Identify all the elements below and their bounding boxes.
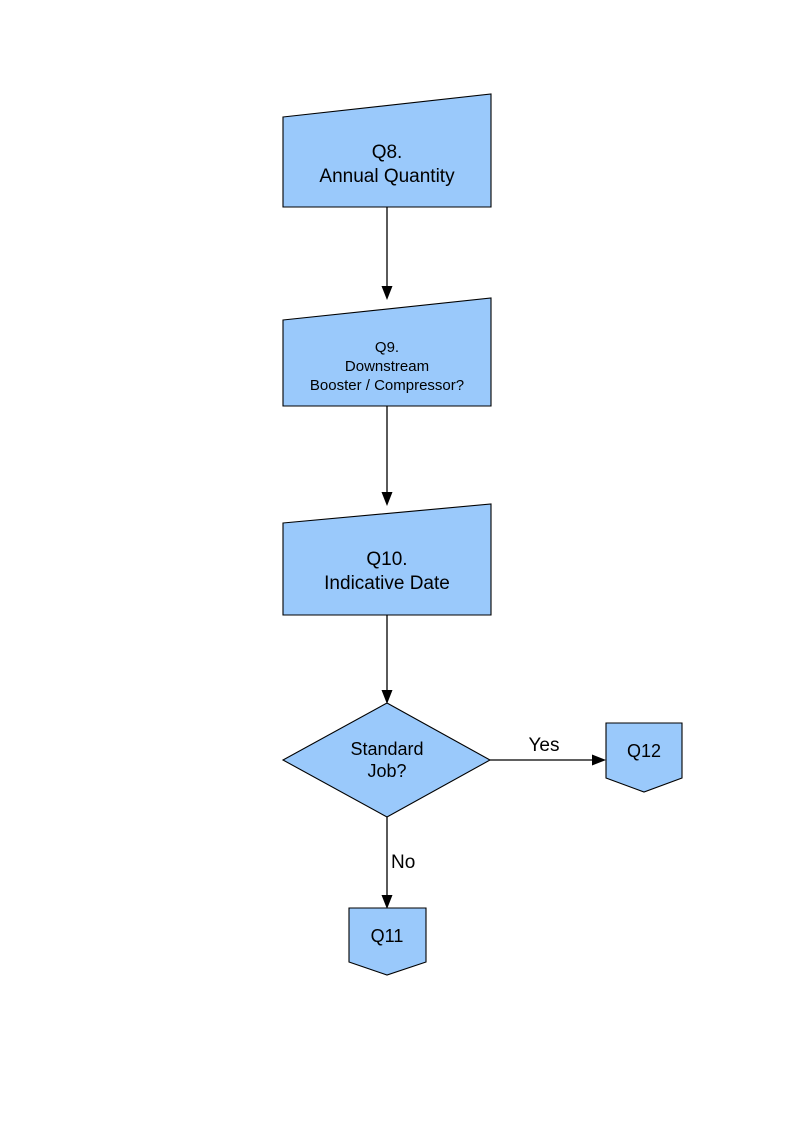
connector-q8-q9 [381, 207, 393, 300]
arrowhead-icon [381, 895, 393, 909]
edge-label-no: No [391, 852, 415, 873]
arrowhead-icon [381, 492, 393, 506]
decision-label-line1: Standard [350, 739, 423, 759]
node-q11[interactable]: Q11 [348, 907, 427, 976]
q9-label-line1: Q9. [375, 339, 399, 356]
q10-shape[interactable] [282, 503, 492, 616]
connector-q10-decision [381, 615, 393, 704]
node-q8[interactable]: Q8. Annual Quantity [282, 93, 492, 208]
connector-decision-q12 [490, 754, 606, 766]
node-q12[interactable]: Q12 [605, 722, 683, 793]
q12-shape[interactable] [605, 722, 683, 793]
q8-label-line1: Q8. [372, 142, 403, 163]
edge-label-yes: Yes [529, 735, 560, 756]
q10-label-line2: Indicative Date [324, 573, 450, 594]
connector-q9-q10 [381, 406, 393, 506]
node-q9[interactable]: Q9. Downstream Booster / Compressor? [282, 297, 492, 407]
q9-shape[interactable] [282, 297, 492, 407]
decision-shape[interactable] [281, 702, 492, 818]
connector-decision-q11 [381, 817, 393, 909]
q10-label-line1: Q10. [366, 549, 407, 570]
arrowhead-icon [381, 690, 393, 704]
q8-label-line2: Annual Quantity [319, 166, 455, 187]
arrowhead-icon [381, 286, 393, 300]
q9-label-line3: Booster / Compressor? [310, 377, 464, 394]
node-q10[interactable]: Q10. Indicative Date [282, 503, 492, 616]
arrowhead-icon [592, 754, 606, 766]
q8-shape[interactable] [282, 93, 492, 208]
q12-label: Q12 [627, 741, 661, 761]
decision-label-line2: Job? [367, 761, 406, 781]
q11-shape[interactable] [348, 907, 427, 976]
q11-label: Q11 [371, 926, 404, 946]
node-decision-standard-job[interactable]: Standard Job? [281, 702, 492, 818]
q9-label-line2: Downstream [345, 358, 429, 375]
